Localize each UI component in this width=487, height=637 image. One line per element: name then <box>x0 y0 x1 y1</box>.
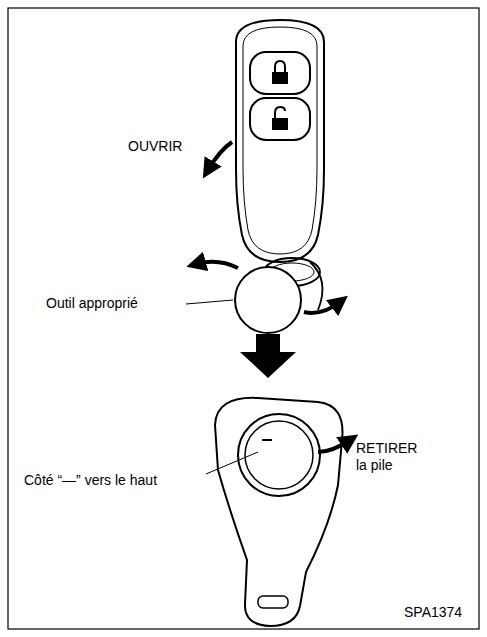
leader-line <box>206 452 258 474</box>
figure-code: SPA1374 <box>404 604 462 621</box>
action-label: RETIRER la pile <box>356 440 430 474</box>
frame <box>8 8 479 629</box>
key-ring <box>310 262 323 310</box>
action-label: OUVRIR <box>128 138 182 155</box>
leader-line <box>186 300 233 304</box>
turn-arrow <box>304 302 340 313</box>
key-fob-top <box>236 20 324 262</box>
coin-tool <box>235 267 301 333</box>
step-arrow <box>240 334 296 378</box>
orientation-label: Côté “—” vers le haut <box>24 472 157 489</box>
remove-arrow <box>318 440 350 452</box>
key-fob-bottom <box>215 398 343 626</box>
turn-arrow <box>196 262 238 268</box>
open-arrow <box>208 142 232 170</box>
part-label: Outil approprié <box>46 295 138 312</box>
